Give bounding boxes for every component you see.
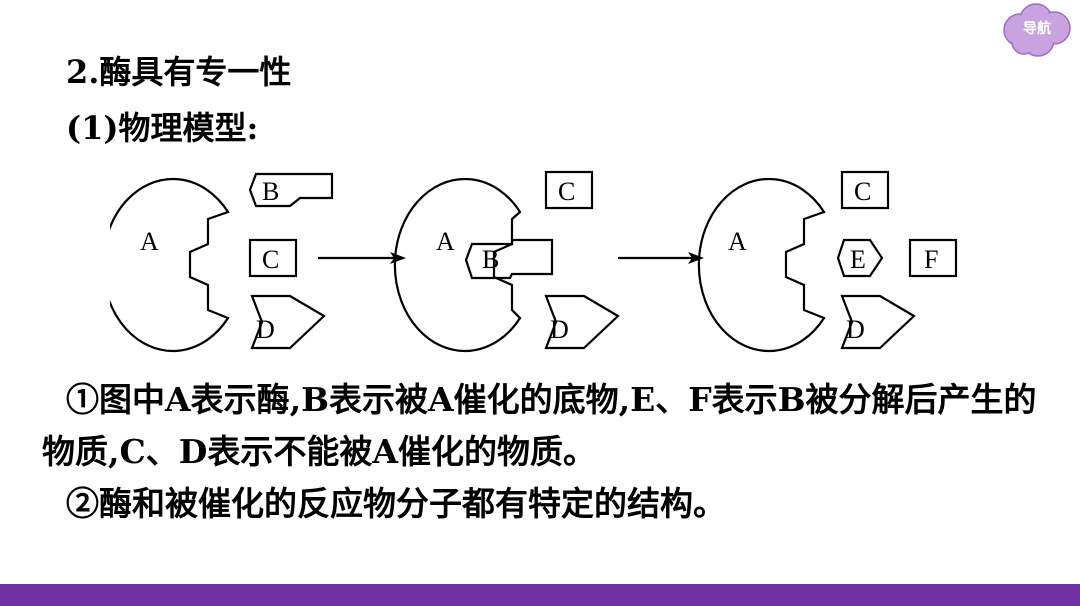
- molecule-d-3: [840, 294, 916, 350]
- molecule-c-3: [840, 170, 890, 210]
- enzyme-a-1: [110, 177, 230, 353]
- label-e: E: [850, 245, 866, 274]
- label-a-3: A: [728, 227, 747, 256]
- molecule-d-1: [250, 294, 326, 350]
- label-a-2: A: [436, 227, 455, 256]
- molecule-c-1: [248, 238, 298, 278]
- label-b-2: B: [482, 245, 499, 274]
- paragraph-explanation: ①图中A表示酶,B表示被A催化的底物,E、F表示B被分解后产生的物质,C、D表示…: [42, 380, 1037, 471]
- product-f: [908, 238, 958, 278]
- label-c-1: C: [262, 245, 279, 274]
- nav-button[interactable]: 导航: [998, 2, 1076, 58]
- label-d-1: D: [256, 315, 275, 344]
- enzyme-a-3: [697, 177, 826, 353]
- section-heading: 2.酶具有专一性: [66, 53, 292, 91]
- label-c-2: C: [558, 177, 575, 206]
- cloud-icon: [1003, 3, 1071, 57]
- label-d-3: D: [846, 315, 865, 344]
- enzyme-a-2: [393, 177, 522, 353]
- molecule-c-2: [544, 170, 594, 210]
- label-a-1: A: [140, 227, 159, 256]
- substrate-b-1: [248, 172, 334, 208]
- molecule-d-2: [544, 294, 620, 350]
- label-c-3: C: [854, 177, 871, 206]
- product-e: [836, 238, 884, 278]
- label-d-2: D: [550, 315, 569, 344]
- paragraph-conclusion: ②酶和被催化的反应物分子都有特定的结构。: [66, 484, 726, 523]
- enzyme-model-diagram: A B C D A B C D A C E F D: [110, 170, 958, 353]
- nav-label: 导航: [1023, 21, 1051, 37]
- label-f: F: [924, 245, 938, 274]
- label-b-1: B: [262, 177, 279, 206]
- bottom-accent-bar: [0, 584, 1080, 606]
- subsection-heading: (1)物理模型:: [66, 109, 259, 147]
- bound-substrate-b: [464, 238, 554, 280]
